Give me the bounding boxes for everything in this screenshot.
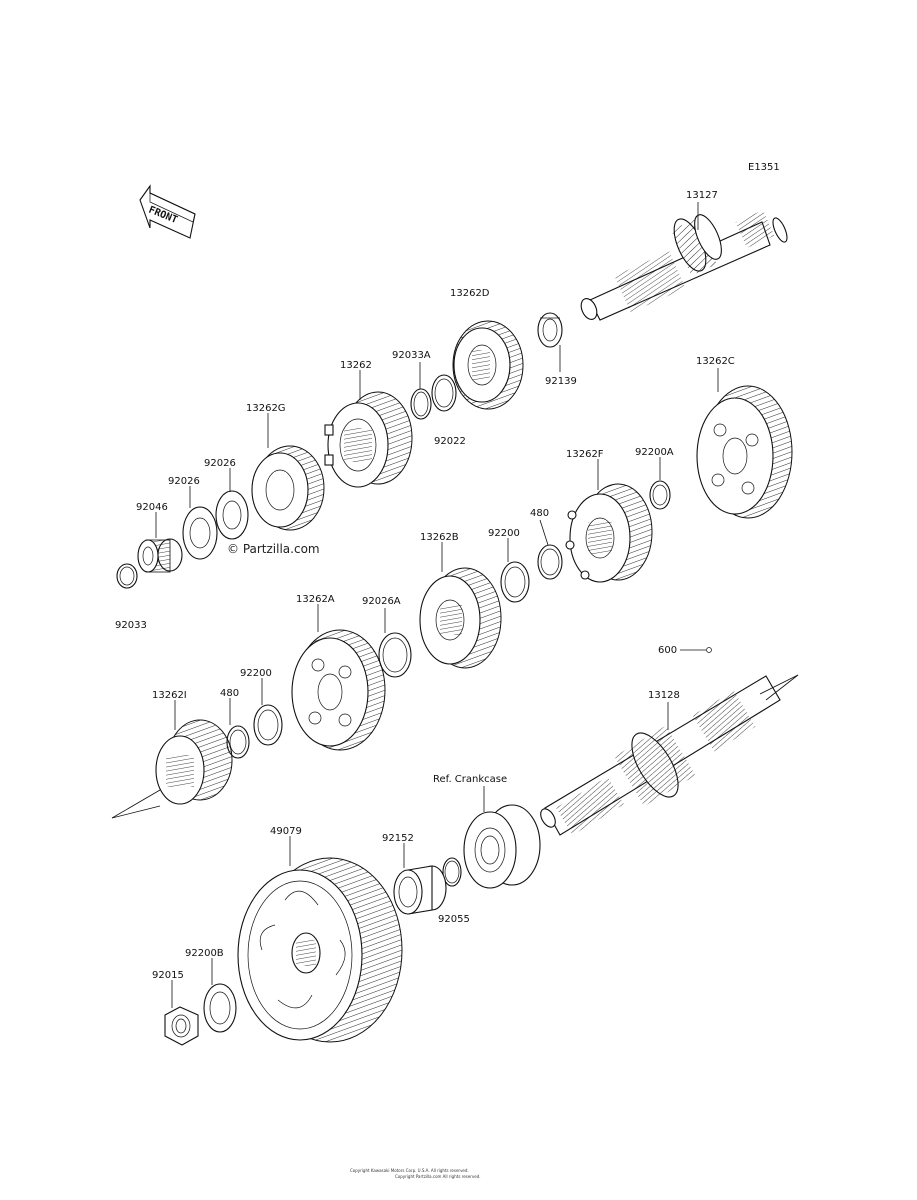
label-480-top: 480: [530, 508, 549, 519]
label-92139: 92139: [545, 376, 577, 387]
gear-13262C: [696, 385, 793, 519]
gear-13262A: [291, 629, 386, 751]
gear-13262D: [452, 320, 524, 410]
label-92026-top: 92026: [204, 458, 236, 469]
diagram-code: E1351: [748, 162, 780, 173]
label-92033: 92033: [115, 620, 147, 631]
washer-92022: [431, 374, 457, 412]
nut-92015: [164, 1006, 199, 1046]
label-13262C: 13262C: [696, 356, 735, 367]
washer-92200-top: [500, 561, 530, 603]
gear-13262: [324, 391, 413, 488]
label-13262: 13262: [340, 360, 372, 371]
shaft-13128: [540, 675, 781, 836]
label-13262I: 13262I: [152, 690, 187, 701]
label-92026-mid: 92026: [168, 476, 200, 487]
washer-92200-mid: [253, 704, 283, 746]
label-92046: 92046: [136, 502, 168, 513]
label-92200-top: 92200: [488, 528, 520, 539]
label-92026A: 92026A: [362, 596, 401, 607]
oring-92055: [442, 857, 462, 887]
label-13128: 13128: [648, 690, 680, 701]
label-13262B: 13262B: [420, 532, 459, 543]
washer-92026A: [378, 632, 412, 678]
washer-92200B: [203, 983, 237, 1033]
label-600: 600: [658, 645, 677, 656]
ring-92033A: [410, 388, 432, 420]
label-92022: 92022: [434, 436, 466, 447]
gear-13262I: [155, 719, 233, 805]
gear-49079: [237, 857, 403, 1043]
washer-92026-b: [182, 506, 218, 560]
label-92200A: 92200A: [635, 447, 674, 458]
label-49079: 49079: [270, 826, 302, 837]
label-13262F: 13262F: [566, 449, 604, 460]
washer-92026-a: [215, 490, 249, 540]
gear-13262F: [565, 483, 653, 583]
label-92033A: 92033A: [392, 350, 431, 361]
label-13262A: 13262A: [296, 594, 335, 605]
label-92055: 92055: [438, 914, 470, 925]
bearing-92046: [137, 538, 183, 573]
gear-13262G: [251, 445, 325, 531]
label-92015: 92015: [152, 970, 184, 981]
label-13127: 13127: [686, 190, 718, 201]
watermark: © Partzilla.com: [227, 542, 320, 556]
bearing-ref-crankcase: [463, 804, 541, 889]
label-92152: 92152: [382, 833, 414, 844]
label-13262D: 13262D: [450, 288, 490, 299]
front-arrow-icon: FRONT: [139, 184, 196, 239]
footer-line1: Copyright Kawasaki Motors Corp. U.S.A. A…: [350, 1168, 469, 1173]
label-ref-crankcase: Ref. Crankcase: [433, 774, 507, 785]
bushing-92139: [537, 312, 563, 348]
shaft-13127: [580, 210, 788, 321]
collar-92152: [393, 865, 447, 915]
circlip-480-top: [537, 544, 563, 580]
footer-line2: Copyright Partzilla.com All rights reser…: [395, 1174, 481, 1179]
gear-13262B: [419, 567, 502, 669]
label-92200-mid: 92200: [240, 668, 272, 679]
label-13262G: 13262G: [246, 403, 286, 414]
label-480-mid: 480: [220, 688, 239, 699]
label-92200B: 92200B: [185, 948, 224, 959]
